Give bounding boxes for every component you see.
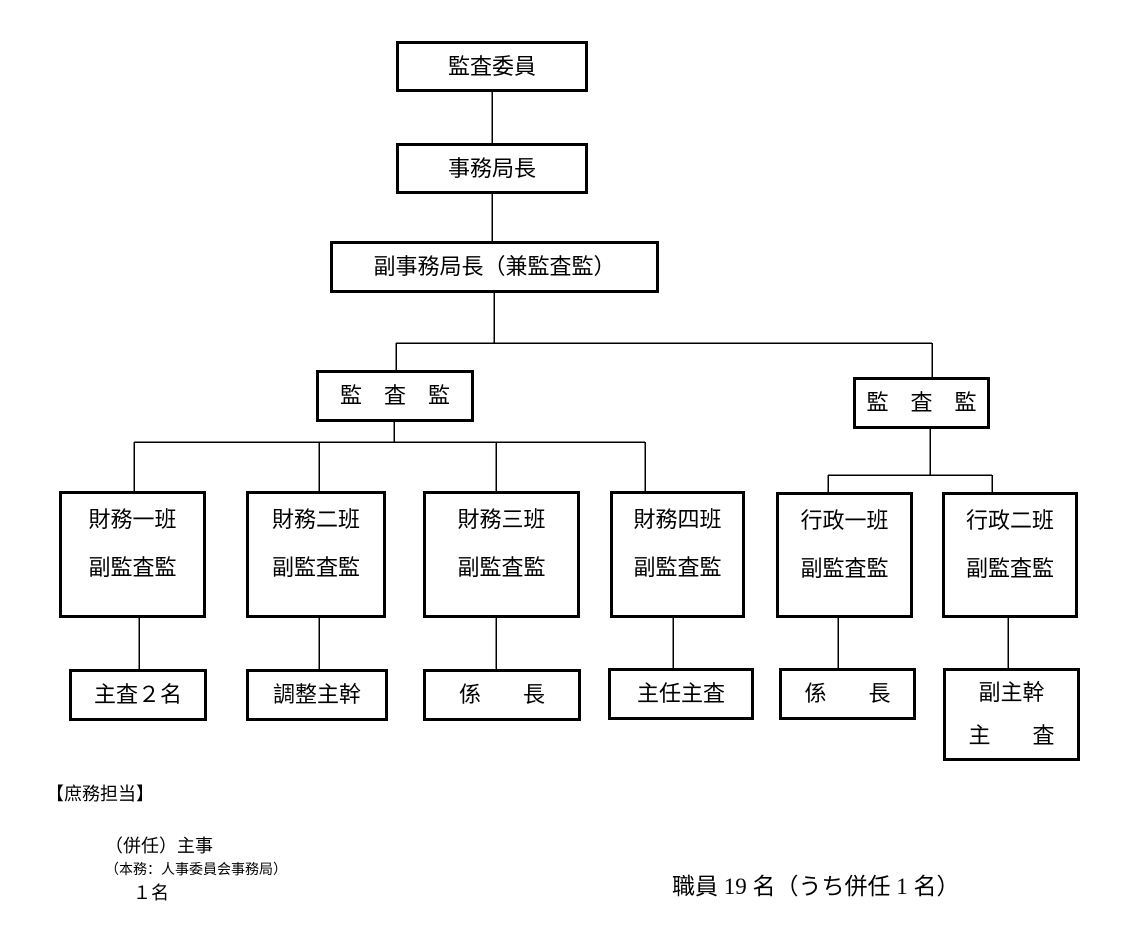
node-finance-team-2: 財務二班 副監査監 xyxy=(246,491,386,618)
node-label-line2: 副監査監 xyxy=(800,556,889,581)
node-label: 主任主査 xyxy=(636,681,725,706)
node-staff-shusa: 主査２名 xyxy=(69,669,207,721)
node-label: 事務局長 xyxy=(447,155,536,181)
node-label-line2: 副監査監 xyxy=(633,555,722,580)
node-label-line2: 副監査監 xyxy=(271,555,360,580)
node-label-line1: 財務二班 xyxy=(271,507,360,532)
node-label-line1: 行政二班 xyxy=(965,508,1054,533)
node-label-line1: 財務一班 xyxy=(88,507,177,532)
general-affairs-heading: 【庶務担当】 xyxy=(46,784,154,804)
node-label: 監 査 監 xyxy=(866,390,977,415)
node-finance-team-4: 財務四班 副監査監 xyxy=(610,491,745,618)
node-label-line1: 副主幹 xyxy=(978,680,1045,705)
node-label: 副事務局長（兼監査監） xyxy=(373,254,616,279)
concurrent-count-text: １名 xyxy=(133,883,169,903)
concurrent-note-text: （本務：人事委員会事務局） xyxy=(105,863,287,878)
node-label: 主査２名 xyxy=(93,682,182,707)
node-label-line2: 副監査監 xyxy=(457,555,546,580)
node-audit-committee: 監査委員 xyxy=(396,41,588,92)
node-label-line1: 財務三班 xyxy=(457,507,546,532)
node-label-line1: 財務四班 xyxy=(633,507,722,532)
node-staff-kakaricho-left: 係 長 xyxy=(423,669,581,721)
node-label: 監 査 監 xyxy=(339,383,450,408)
node-audit-director-right: 監 査 監 xyxy=(853,377,990,429)
node-label: 係 長 xyxy=(804,681,901,706)
node-secretary-general: 事務局長 xyxy=(396,143,588,194)
concurrent-staff-line: （併任）主事 （本務：人事委員会事務局） １名 xyxy=(87,811,287,926)
node-staff-kakaricho-right: 係 長 xyxy=(779,668,916,720)
node-label-line2: 主 査 xyxy=(968,723,1065,748)
node-label-line1: 行政一班 xyxy=(800,508,889,533)
node-label: 調整主幹 xyxy=(272,682,361,707)
node-staff-fukushukan-shusa: 副主幹 主 査 xyxy=(943,668,1080,761)
node-label-line2: 副監査監 xyxy=(88,555,177,580)
staff-total-text: 職員 19 名（うち併任 1 名） xyxy=(672,874,960,899)
node-admin-team-2: 行政二班 副監査監 xyxy=(942,492,1078,618)
node-finance-team-3: 財務三班 副監査監 xyxy=(423,491,580,618)
node-label: 監査委員 xyxy=(447,53,536,79)
node-label: 係 長 xyxy=(458,682,555,707)
node-staff-shunin-shusa: 主任主査 xyxy=(608,668,754,720)
node-finance-team-1: 財務一班 副監査監 xyxy=(59,491,206,618)
node-label-line2: 副監査監 xyxy=(965,556,1054,581)
node-staff-chosei-shukan: 調整主幹 xyxy=(246,669,388,721)
concurrent-post-text: （併任）主事 xyxy=(105,836,213,856)
node-deputy-secretary-general: 副事務局長（兼監査監） xyxy=(330,241,659,293)
node-admin-team-1: 行政一班 副監査監 xyxy=(776,492,913,618)
node-audit-director-left: 監 査 監 xyxy=(316,370,474,422)
